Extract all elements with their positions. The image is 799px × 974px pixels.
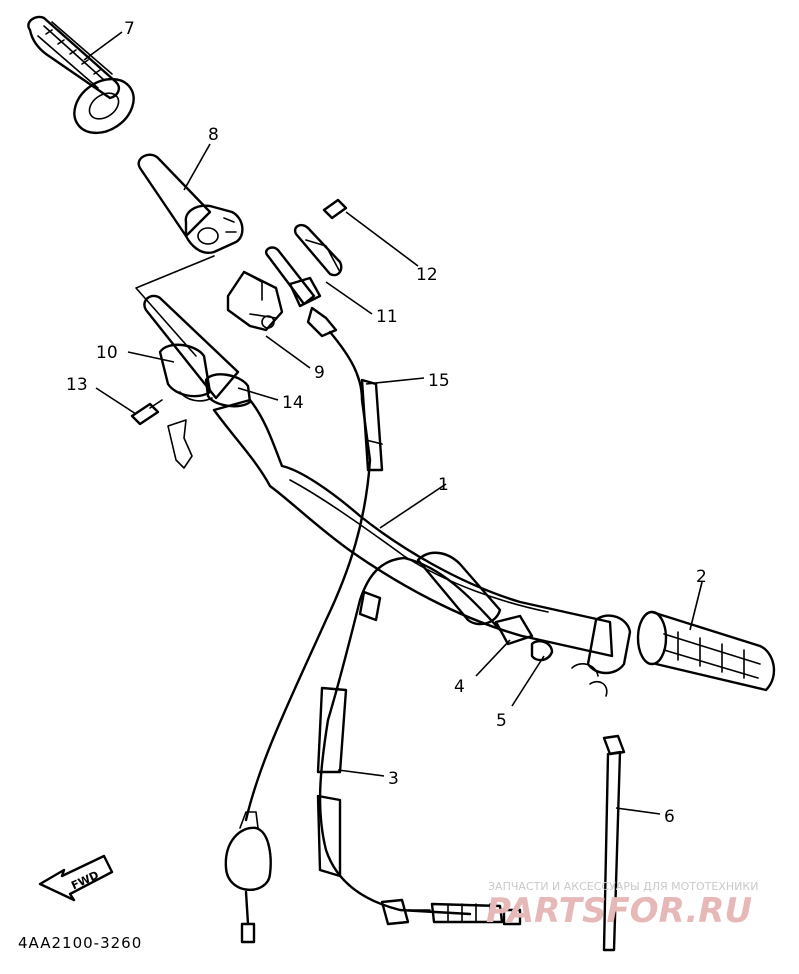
callout-13: 13 — [66, 375, 88, 395]
diagram-code: 4AA2100-3260 — [18, 934, 142, 952]
throttle-housing-part — [226, 270, 284, 332]
forward-arrow-icon: FWD — [38, 854, 114, 902]
callout-8: 8 — [208, 125, 219, 145]
cable-tie-part — [602, 734, 626, 952]
clutch-cable-part — [316, 556, 522, 926]
callout-9: 9 — [314, 363, 325, 383]
handlebar-part — [167, 398, 632, 697]
watermark-caption: ЗАПЧАСТИ И АКСЕССУАРЫ ДЛЯ МОТОТЕХНИКИ — [488, 880, 758, 893]
callout-2: 2 — [696, 567, 707, 587]
callout-4: 4 — [454, 677, 465, 697]
throttle-tube-part — [143, 294, 252, 408]
leader-lines — [83, 31, 703, 815]
throttle-cable-part — [224, 330, 384, 944]
throttle-cable-adjuster-part — [264, 246, 338, 338]
callout-14: 14 — [282, 393, 304, 413]
callout-5: 5 — [496, 711, 507, 731]
callout-11: 11 — [376, 307, 398, 327]
fwd-label: FWD — [69, 868, 101, 892]
grip-left-part — [27, 15, 135, 135]
grip-right-part — [636, 610, 776, 692]
screw-13-part — [130, 399, 163, 426]
callout-1: 1 — [438, 475, 449, 495]
callout-10: 10 — [96, 343, 118, 363]
lever-bracket-part — [293, 198, 348, 277]
callout-3: 3 — [388, 769, 399, 789]
clutch-adjuster-part — [494, 614, 554, 662]
callout-15: 15 — [428, 371, 450, 391]
callout-7: 7 — [124, 19, 135, 39]
watermark: ЗАПЧАСТИ И АКСЕССУАРЫ ДЛЯ МОТОТЕХНИКИ PA… — [486, 880, 758, 931]
callout-6: 6 — [664, 807, 675, 827]
throttle-grip-part — [137, 153, 244, 254]
watermark-site: PARTSFOR.RU — [486, 891, 752, 931]
callout-12: 12 — [416, 265, 438, 285]
callout-labels: 1 2 3 4 5 6 7 8 9 10 11 12 13 14 15 — [66, 19, 707, 827]
